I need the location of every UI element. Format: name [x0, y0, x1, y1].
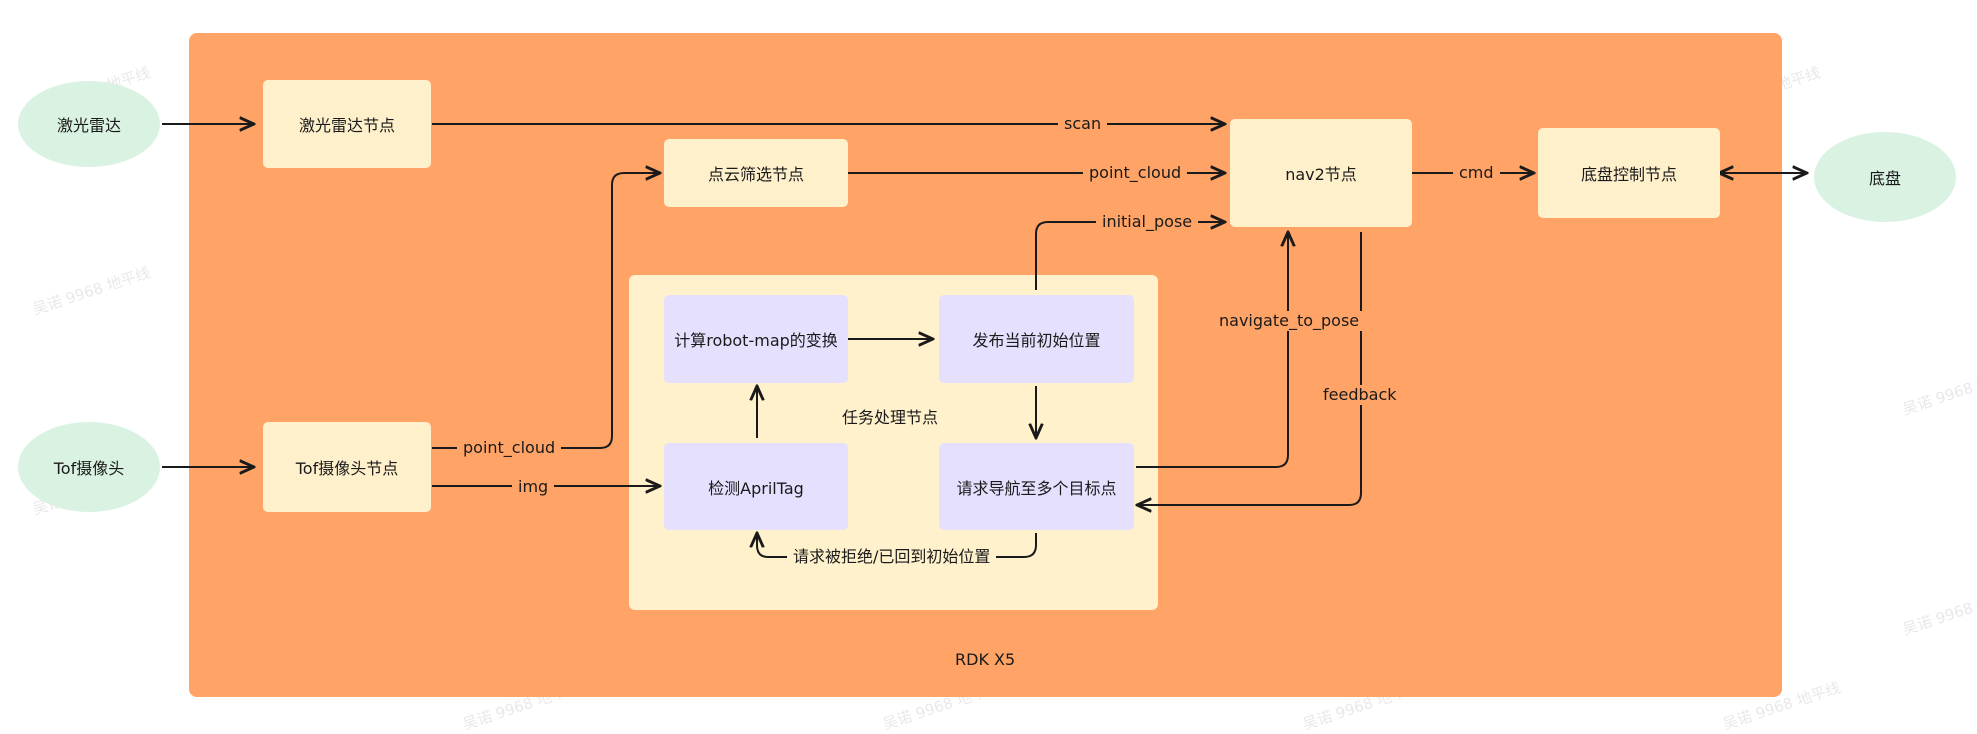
edge-label-point-cloud-top: point_cloud — [1083, 163, 1188, 183]
edge-label-feedback: feedback — [1317, 385, 1403, 405]
task-processing-label: 任务处理节点 — [842, 408, 939, 427]
node-detect-apriltag: 检测AprilTag — [664, 443, 848, 530]
node-pointcloud-filter: 点云筛选节点 — [664, 139, 848, 207]
node-lidar-label: 激光雷达节点 — [298, 116, 395, 135]
node-detect-apriltag-label: 检测AprilTag — [708, 478, 804, 498]
edge-initial-pose — [1035, 222, 1225, 290]
node-pointcloud-filter-label: 点云筛选节点 — [707, 165, 804, 184]
node-chassis-control-label: 底盘控制节点 — [1580, 165, 1677, 184]
rdk-x5-label: RDK X5 — [955, 650, 1016, 669]
external-lidar: 激光雷达 — [18, 81, 160, 167]
edge-label-initial-pose: initial_pose — [1096, 212, 1199, 232]
node-compute-transform: 计算robot-map的变换 — [664, 295, 848, 383]
node-publish-initial-pose-label: 发布当前初始位置 — [972, 331, 1101, 350]
external-chassis-label: 底盘 — [1868, 169, 1901, 188]
node-publish-initial-pose: 发布当前初始位置 — [939, 295, 1134, 383]
edge-label-point-cloud-tof: point_cloud — [457, 438, 562, 458]
node-chassis-control: 底盘控制节点 — [1538, 128, 1720, 218]
edge-label-scan: scan — [1058, 114, 1108, 134]
external-lidar-label: 激光雷达 — [56, 116, 121, 135]
edge-navigate-to-pose — [1136, 232, 1288, 468]
node-lidar: 激光雷达节点 — [263, 80, 431, 168]
external-chassis: 底盘 — [1814, 132, 1956, 222]
node-tof: Tof摄像头节点 — [263, 422, 431, 512]
external-tof-camera: Tof摄像头 — [18, 422, 160, 512]
external-tof-camera-label: Tof摄像头 — [53, 459, 125, 478]
node-request-navigation: 请求导航至多个目标点 — [939, 443, 1134, 530]
edge-label-img: img — [512, 477, 555, 497]
node-nav2: nav2节点 — [1230, 119, 1412, 227]
edge-label-rejected-or-returned: 请求被拒绝/已回到初始位置 — [787, 547, 997, 567]
edge-point-cloud-tof — [432, 173, 660, 449]
edge-feedback — [1137, 232, 1362, 505]
node-compute-transform-label: 计算robot-map的变换 — [674, 331, 838, 350]
node-request-navigation-label: 请求导航至多个目标点 — [956, 478, 1117, 498]
node-nav2-label: nav2节点 — [1285, 165, 1357, 184]
node-tof-label: Tof摄像头节点 — [295, 459, 399, 478]
edge-label-navigate-to-pose: navigate_to_pose — [1213, 311, 1366, 331]
edge-label-cmd: cmd — [1453, 163, 1500, 183]
